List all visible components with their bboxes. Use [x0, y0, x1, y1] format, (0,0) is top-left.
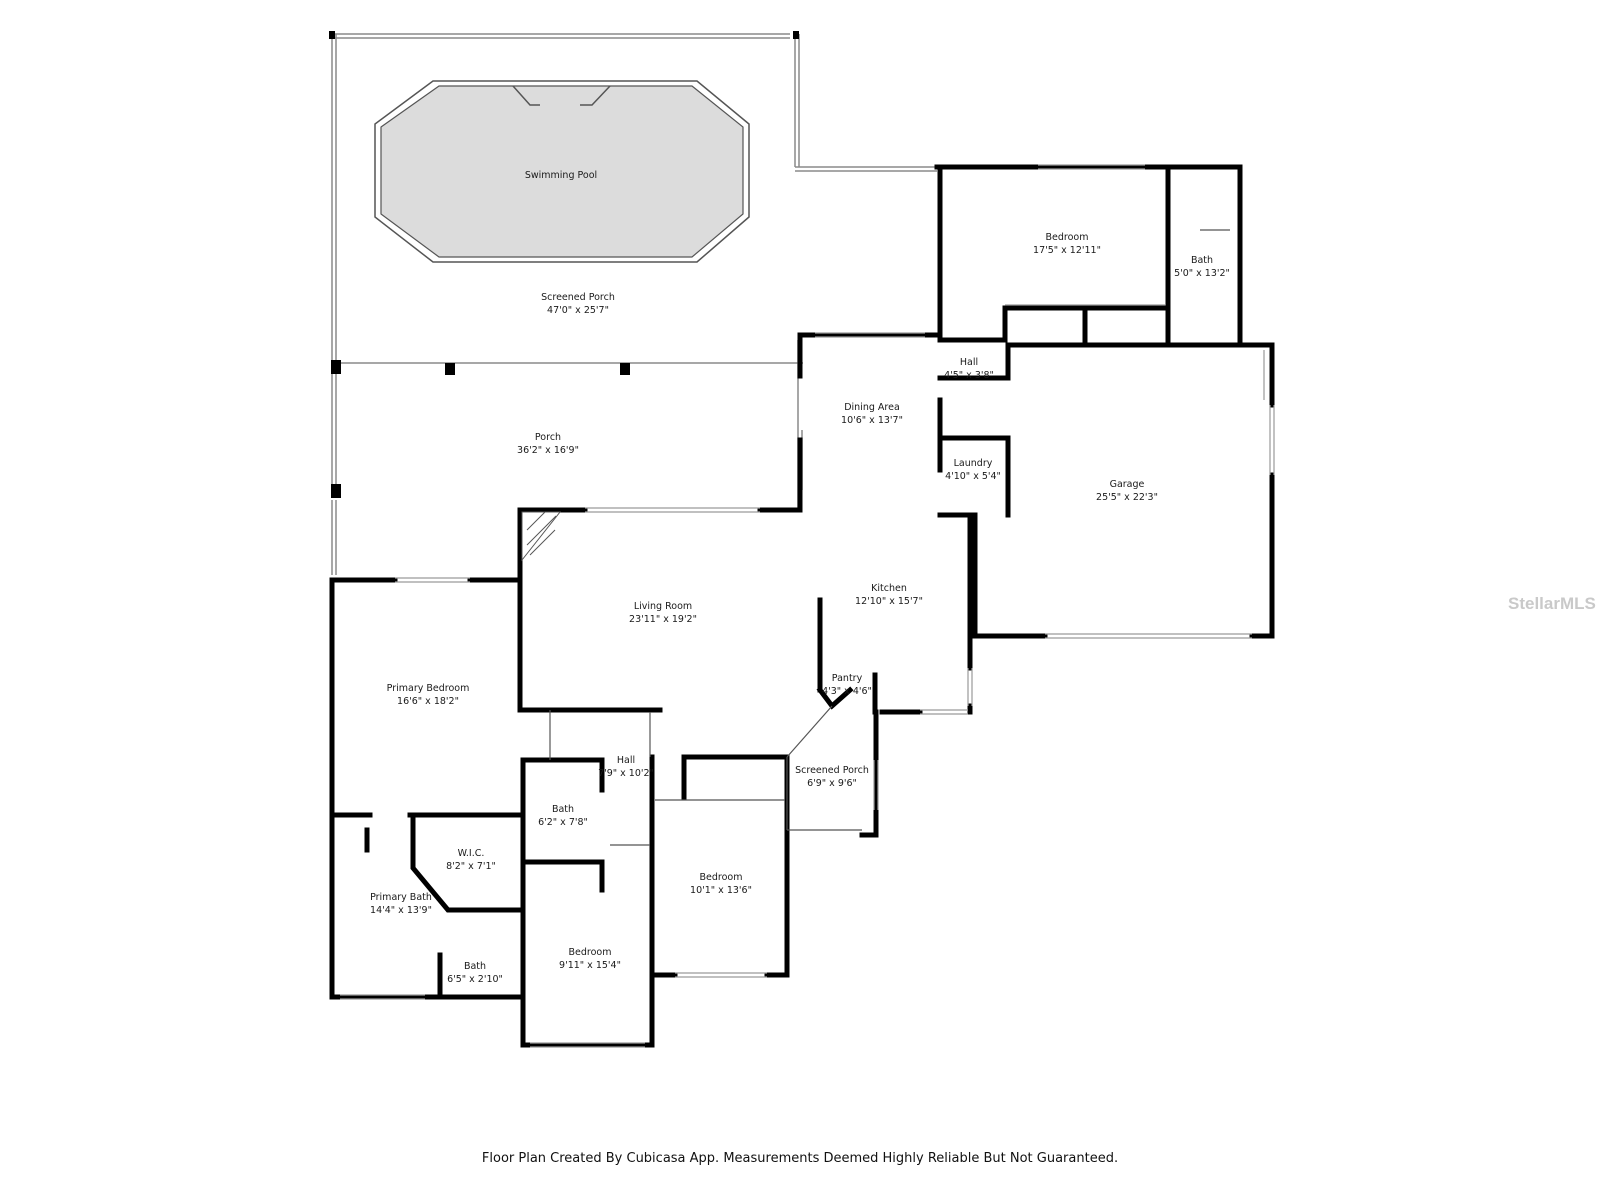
room-bath-center: Bath 6'2" x 7'8" [538, 804, 588, 828]
room-dims: 6'5" x 2'10" [447, 974, 503, 985]
room-name: Laundry [954, 458, 993, 469]
room-name: Bath [1191, 255, 1213, 266]
room-laundry: Laundry 4'10" x 5'4" [945, 458, 1001, 482]
room-dims: 6'2" x 7'8" [538, 817, 588, 828]
room-living-room: Living Room 23'11" x 19'2" [629, 601, 697, 625]
room-swimming-pool: Swimming Pool [525, 170, 597, 181]
room-hall-n: Hall 4'5" x 3'8" [944, 357, 994, 381]
swimming-pool [374, 80, 750, 263]
interior-details [549, 229, 1230, 846]
room-dims: 6'9" x 9'6" [807, 778, 857, 789]
room-wic: W.I.C. 8'2" x 7'1" [446, 848, 496, 872]
room-name: Garage [1110, 479, 1145, 490]
fireplace [521, 511, 562, 562]
room-name: Screened Porch [795, 765, 869, 776]
room-dims: 7'9" x 10'2" [598, 768, 654, 779]
room-dims: 17'5" x 12'11" [1033, 245, 1101, 256]
room-name: Kitchen [871, 583, 907, 594]
room-name: Bath [464, 961, 486, 972]
room-screened-porch-main: Screened Porch 47'0" x 25'7" [541, 292, 615, 316]
room-name: Bedroom [1046, 232, 1089, 243]
room-primary-bedroom: Primary Bedroom 16'6" x 18'2" [387, 683, 470, 707]
room-name: Screened Porch [541, 292, 615, 303]
room-dims: 25'5" x 22'3" [1096, 492, 1158, 503]
porch-posts [329, 31, 799, 498]
room-name: Bedroom [569, 947, 612, 958]
room-porch: Porch 36'2" x 16'9" [517, 432, 579, 456]
windows [340, 164, 1275, 1048]
room-name: Hall [960, 357, 978, 368]
room-name: Primary Bath [370, 892, 432, 903]
room-bedroom-s: Bedroom 9'11" x 15'4" [559, 947, 621, 971]
room-bath-ne: Bath 5'0" x 13'2" [1174, 255, 1230, 279]
room-dims: 10'1" x 13'6" [690, 885, 752, 896]
room-dims: 36'2" x 16'9" [517, 445, 579, 456]
room-name: Bath [552, 804, 574, 815]
room-dims: 47'0" x 25'7" [547, 305, 609, 316]
room-dims: 14'4" x 13'9" [370, 905, 432, 916]
room-name: Primary Bedroom [387, 683, 470, 694]
stellarmls-watermark: StellarMLS [1508, 594, 1596, 613]
room-dims: 5'0" x 13'2" [1174, 268, 1230, 279]
room-dims: 9'11" x 15'4" [559, 960, 621, 971]
room-name: Porch [535, 432, 561, 443]
room-dims: 16'6" x 18'2" [397, 696, 459, 707]
room-dims: 4'5" x 3'8" [944, 370, 994, 381]
room-hall-s: Hall 7'9" x 10'2" [598, 755, 654, 779]
room-dims: 4'3" x 4'6" [822, 686, 872, 697]
room-name: Hall [617, 755, 635, 766]
room-name: W.I.C. [458, 848, 485, 859]
room-name: Bedroom [700, 872, 743, 883]
room-dims: 8'2" x 7'1" [446, 861, 496, 872]
room-name: Pantry [832, 673, 863, 684]
room-name: Dining Area [844, 402, 900, 413]
room-dims: 23'11" x 19'2" [629, 614, 697, 625]
room-kitchen: Kitchen 12'10" x 15'7" [855, 583, 923, 607]
room-pantry: Pantry 4'3" x 4'6" [822, 673, 872, 697]
room-labels: Swimming Pool Screened Porch 47'0" x 25'… [370, 170, 1230, 985]
room-bath-small: Bath 6'5" x 2'10" [447, 961, 503, 985]
exterior-walls [329, 164, 1275, 1048]
room-name: Living Room [634, 601, 692, 612]
room-dims: 12'10" x 15'7" [855, 596, 923, 607]
room-garage: Garage 25'5" x 22'3" [1096, 479, 1158, 503]
room-dims: 4'10" x 5'4" [945, 471, 1001, 482]
footer-disclaimer: Floor Plan Created By Cubicasa App. Meas… [481, 1151, 1119, 1166]
room-bedroom-se: Bedroom 10'1" x 13'6" [690, 872, 752, 896]
room-dims: 10'6" x 13'7" [841, 415, 903, 426]
room-screened-porch-small: Screened Porch 6'9" x 9'6" [795, 765, 869, 789]
room-primary-bath: Primary Bath 14'4" x 13'9" [370, 892, 432, 916]
room-name: Swimming Pool [525, 170, 597, 181]
room-dining-area: Dining Area 10'6" x 13'7" [841, 402, 903, 426]
room-bedroom-ne: Bedroom 17'5" x 12'11" [1033, 232, 1101, 256]
